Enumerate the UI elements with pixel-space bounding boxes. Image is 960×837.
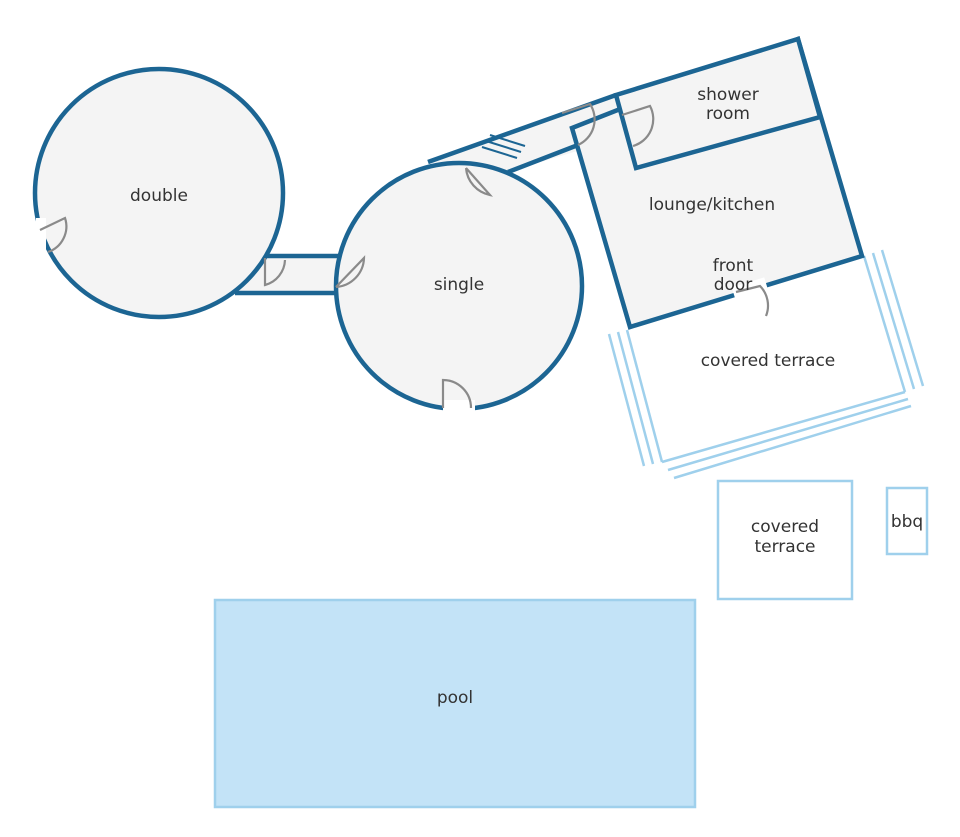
- pool: [213, 598, 697, 809]
- small-covered-terrace: [716, 479, 854, 601]
- label-front-door-line1: front: [713, 256, 754, 276]
- label-bbq: bbq: [891, 512, 923, 532]
- label-double: double: [130, 186, 188, 206]
- label-single: single: [434, 275, 484, 295]
- label-lounge-kitchen: lounge/kitchen: [649, 195, 775, 215]
- label-front-door-line2: door: [714, 275, 753, 295]
- shower-room: [613, 36, 823, 171]
- label-shower-room-line1: shower: [697, 85, 758, 105]
- covered-terrace-outline: [607, 249, 925, 480]
- label-pool: pool: [437, 688, 473, 708]
- corridor-north: [430, 95, 630, 172]
- label-covered-terrace-small-line2: terrace: [754, 537, 815, 557]
- label-covered-terrace-main: covered terrace: [701, 351, 836, 371]
- label-shower-room-line2: room: [706, 104, 750, 124]
- label-covered-terrace-small-line1: covered: [751, 517, 819, 537]
- corridor-step-marks: [481, 134, 526, 159]
- door-swings: [39, 102, 770, 409]
- double-bedroom: [32, 66, 286, 320]
- bbq-area: [885, 486, 929, 556]
